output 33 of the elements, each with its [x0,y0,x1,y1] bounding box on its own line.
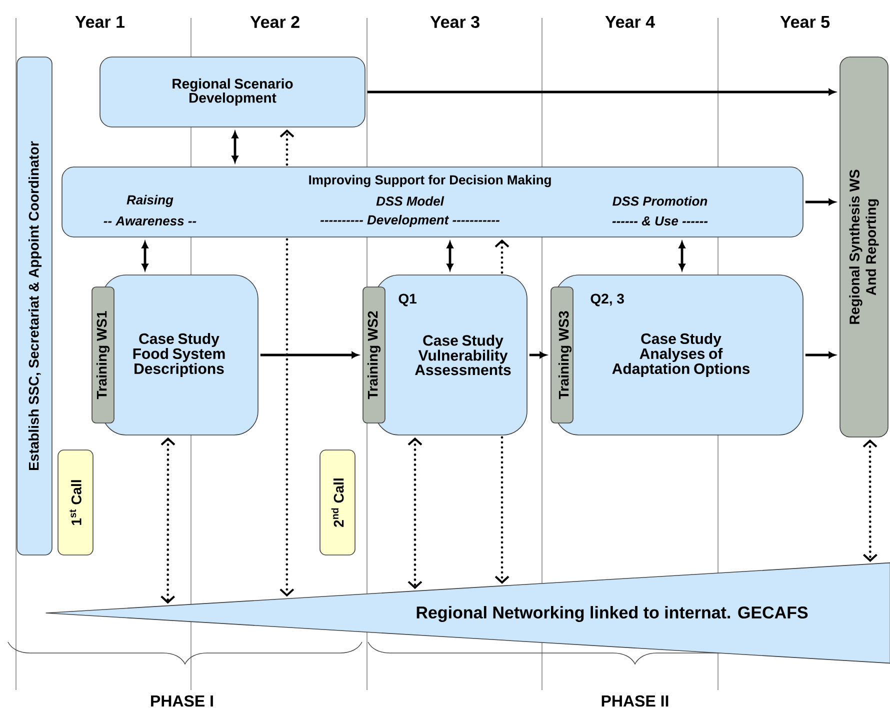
arrow [805,352,836,358]
arrow [678,242,686,270]
year-label: Year 1 [75,16,125,28]
arrow [862,439,878,562]
workshop-tab: Training WS2 [362,286,386,424]
workshop-tab: Training WS3 [550,286,574,424]
arrow [494,436,510,584]
phase-label: PHASE I [151,695,213,707]
arrow [408,437,422,590]
task-bar: Regional Synthesis WS And Reporting [840,56,888,438]
arrow [160,437,176,604]
arrow [142,242,148,270]
arrow [367,88,836,96]
process-box: Regional Scenario Development [100,56,366,128]
arrow [260,352,358,358]
year-label: Year 5 [780,16,830,28]
arrow [280,238,294,597]
arrow [494,239,510,274]
networking-wedge: Regional Networking linked to internat. GECAFS [45,562,890,664]
call-tab: 2$^{nd}$ Call [320,450,356,556]
process-box: Improving Support for Decision Making Raising -- Awareness -- DSS Model ---------- Development ----------- DSS Promotion ------ & Use ------ [62,166,804,238]
phase-label: PHASE II [602,695,668,707]
arrow [232,132,238,162]
arrow [280,129,294,166]
arrow [446,242,454,270]
workshop-tab: Training WS1 [92,286,114,424]
arrow [529,352,546,358]
year-label: Year 2 [250,16,300,28]
year-label: Year 3 [430,16,480,28]
year-label: Year 4 [605,16,655,28]
arrow [805,198,836,206]
call-tab: 1$^{st}$ Call [58,450,94,556]
task-bar: Establish SSC, Secretariat & Appoint Coordinator [16,56,52,556]
